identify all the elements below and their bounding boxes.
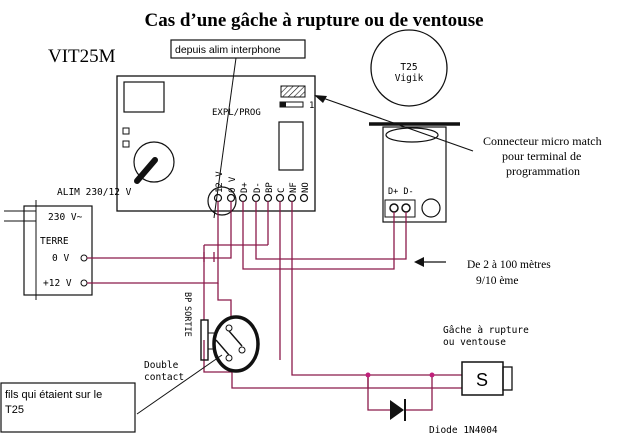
psu-line-terre: TERRE (40, 236, 69, 247)
terminal-labels: 12 V 0 V D+ D- BP C NF NO (215, 171, 311, 193)
t25-terminal-dminus[interactable] (401, 203, 411, 213)
t25-label: T25 (400, 62, 417, 73)
psu-line-0v: 0 V (52, 253, 69, 264)
wire-diode-right (406, 375, 433, 411)
diode-label: Diode 1N4004 (429, 425, 498, 436)
terminal-dplus[interactable] (238, 193, 248, 203)
terminal-bp[interactable] (263, 193, 273, 203)
psu-line-12v: +12 V (43, 278, 72, 289)
psu-box: 230 V~ TERRE 0 V +12 V (4, 200, 93, 300)
wire-nf (291, 201, 368, 376)
terminal-label-nf: NF (289, 182, 299, 193)
junction-dots (279, 244, 435, 378)
t25-terminal-dplus[interactable] (389, 203, 399, 213)
psu-title: ALIM 230/12 V (57, 187, 132, 198)
micro-match-connector (280, 85, 306, 98)
callout-depuis-alim (170, 39, 306, 59)
t25-terminal-labels: D+ D- (388, 187, 414, 197)
distance-line1: De 2 à 100 mètres (467, 259, 551, 271)
terminal-no[interactable] (299, 193, 309, 203)
callout-depuis-alim-pointer (213, 57, 237, 219)
terminal-12v[interactable] (213, 193, 223, 203)
psu-terminal-12v[interactable] (80, 279, 88, 287)
gache-line2: ou ventouse (443, 337, 506, 348)
terminal-0v[interactable] (226, 193, 236, 203)
small-square-2 (122, 140, 130, 148)
t25-vigik-badge (370, 29, 448, 107)
wire-dplus (242, 201, 395, 270)
wire-diode-left (367, 375, 390, 411)
junction-dot (429, 372, 435, 378)
bp-label: BP (182, 292, 192, 302)
connecteur-callout-line2: pour terminal de (502, 149, 581, 163)
terminal-nf[interactable] (287, 193, 297, 203)
wire-crossing-ticks (203, 252, 215, 262)
vigik-label: Vigik (395, 73, 424, 84)
bp-sortie-button[interactable] (200, 315, 260, 373)
bp-sortie-label: SORTIE (182, 306, 192, 337)
terminal-dminus[interactable] (251, 193, 261, 203)
wire-button-12v (217, 283, 232, 318)
callout-fils-line2: T25 (5, 404, 24, 416)
connecteur-callout-line3: programmation (506, 164, 580, 178)
expl-prog-marker: 1 (309, 101, 314, 111)
module-name: VIT25M (48, 46, 116, 67)
t25-module: D+ D- (369, 122, 460, 223)
terminal-label-dplus: D+ (240, 182, 250, 193)
distance-arrowhead (414, 257, 424, 267)
terminal-label-no: NO (301, 182, 311, 193)
wire-0v (87, 201, 232, 259)
diagram-title: Cas d’une gâche à rupture ou de ventouse (144, 10, 483, 31)
psu-terminal-0v[interactable] (80, 254, 88, 262)
wire-dminus (255, 201, 407, 260)
expl-prog-label: EXPL/PROG (212, 108, 261, 118)
gache-solenoid: S (461, 361, 513, 396)
terminal-label-bp: BP (265, 182, 275, 193)
connecteur-arrowhead (314, 95, 327, 103)
gache-line1: Gâche à rupture (443, 325, 529, 336)
junction-dot (365, 372, 371, 378)
psu-line-230v: 230 V~ (48, 212, 83, 223)
wire-bp-down (203, 340, 232, 373)
relay-block (278, 121, 304, 171)
module-terminals (213, 193, 309, 203)
terminal-label-dminus: D- (253, 182, 263, 193)
callout-fils-line1: fils qui étaient sur le (5, 389, 102, 401)
double-contact-line1: Double (144, 360, 179, 371)
power-terminals-highlight (207, 186, 237, 216)
double-contact-line2: contact (144, 372, 184, 383)
callout-depuis-alim-text: depuis alim interphone (175, 44, 281, 56)
terminal-label-0v: 0 V (228, 176, 238, 193)
vit25m-module: EXPL/PROG 1 (116, 75, 316, 212)
terminal-c[interactable] (275, 193, 285, 203)
connecteur-callout-pointer (319, 96, 474, 152)
solenoid-symbol: S (476, 370, 488, 390)
diode-icon (390, 399, 406, 421)
buzzer-icon (133, 141, 175, 183)
terminal-label-c: C (277, 188, 287, 193)
callout-fils-pointer (136, 354, 223, 415)
wire-12v (87, 201, 219, 284)
small-square-1 (122, 127, 130, 135)
connecteur-callout-line1: Connecteur micro match (483, 134, 602, 148)
distance-line2: 9/10 ème (476, 275, 518, 287)
wiring (87, 201, 462, 411)
callout-fils (0, 382, 136, 433)
terminal-label-12v: 12 V (215, 171, 225, 193)
